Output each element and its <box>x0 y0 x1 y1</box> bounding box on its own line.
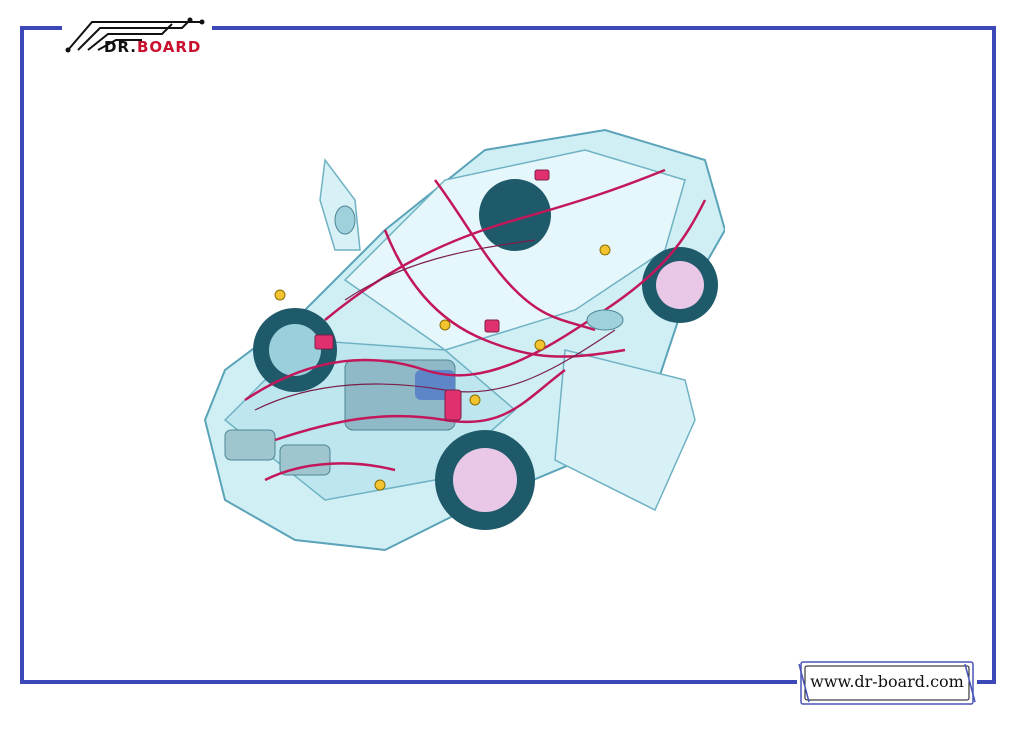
logo-text-dark: DR. <box>104 38 137 56</box>
car-wiring-harness-icon <box>203 128 725 552</box>
badge-border-icon <box>798 661 976 705</box>
dr-board-logo: DR.BOARD <box>62 12 212 58</box>
circuit-traces-icon <box>65 17 205 53</box>
website-badge[interactable]: www.dr-board.com <box>797 658 977 708</box>
page-frame <box>20 26 996 684</box>
website-url[interactable]: www.dr-board.com <box>810 672 964 691</box>
logo-text-accent: BOARD <box>136 38 202 56</box>
logo-wordmark: DR.BOARD <box>104 38 201 56</box>
